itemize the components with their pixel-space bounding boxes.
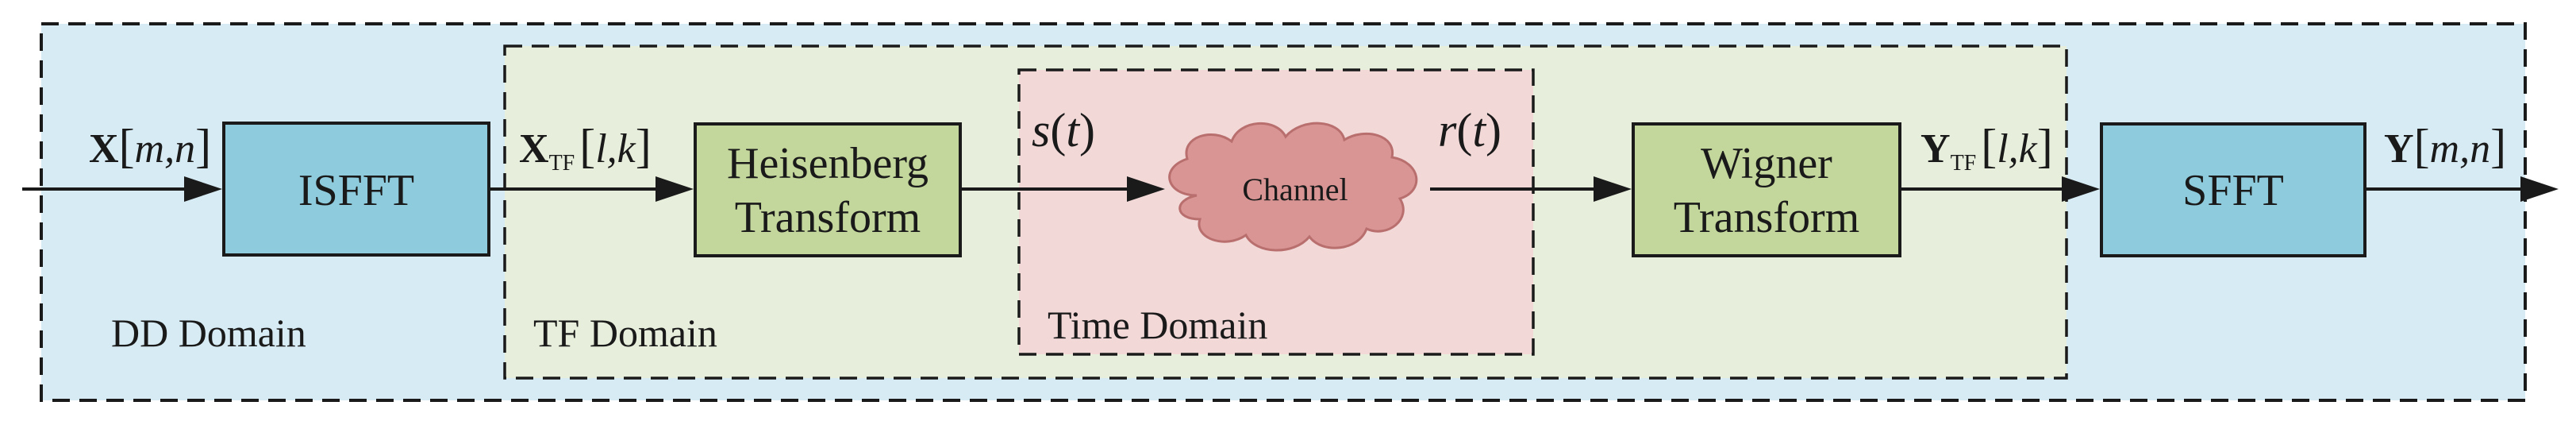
signal-s-t-symbol: s: [1032, 104, 1050, 156]
signal-x-tf: XTF[l,k]: [519, 120, 652, 176]
signal-y-dd-close-bracket: ]: [2490, 120, 2506, 172]
time-domain-label: Time Domain: [1048, 303, 1267, 347]
sfft-label: SFFT: [2182, 166, 2284, 215]
arrowhead-to-sfft: [2062, 176, 2100, 202]
signal-y-dd-open-bracket: [: [2414, 120, 2430, 172]
signal-x-dd: X[m,n]: [89, 120, 211, 172]
signal-y-dd: Y[m,n]: [2384, 120, 2506, 172]
signal-x-tf-symbol: X: [519, 126, 549, 172]
signal-x-dd-symbol: X: [89, 126, 119, 172]
wigner-label-line1: Wigner: [1701, 139, 1832, 188]
signal-y-dd-args: m,n: [2430, 126, 2491, 172]
arrowheads: [184, 176, 2559, 202]
signal-x-tf-args: l,k: [595, 126, 636, 172]
heisenberg-block: [694, 122, 962, 257]
signal-y-tf-symbol: Y: [1920, 126, 1951, 172]
signal-y-tf-args: l,k: [1997, 126, 2037, 172]
signal-y-tf-open-bracket: [: [1981, 120, 1997, 172]
arrowhead-to-channel: [1127, 176, 1165, 202]
signal-r-t-close-paren: ): [1486, 104, 1501, 156]
arrowhead-to-isfft: [184, 176, 222, 202]
heisenberg-label-line2: Transform: [735, 193, 921, 242]
isfft-label: ISFFT: [298, 166, 414, 215]
arrowhead-to-heisenberg: [656, 176, 694, 202]
signal-y-tf: YTF[l,k]: [1920, 120, 2053, 176]
signal-r-t-args: t: [1472, 104, 1486, 156]
arrowhead-output: [2520, 176, 2559, 202]
heisenberg-label-line1: Heisenberg: [727, 139, 929, 188]
channel-label: Channel: [1242, 172, 1348, 207]
dd-domain-label: DD Domain: [111, 311, 306, 355]
sfft-block: [2100, 122, 2366, 257]
arrowhead-to-wigner: [1594, 176, 1632, 202]
signal-x-dd-args: m,n: [135, 126, 196, 172]
signal-y-dd-symbol: Y: [2384, 126, 2414, 172]
signal-y-tf-close-bracket: ]: [2037, 120, 2053, 172]
signal-s-t-args: t: [1066, 104, 1080, 156]
signal-y-tf-subscript: TF: [1951, 151, 1977, 176]
isfft-block: [222, 122, 490, 257]
signal-s-t-open-paren: (: [1050, 104, 1066, 156]
wigner-block: [1632, 122, 1901, 257]
tf-domain-label: TF Domain: [533, 311, 717, 355]
signal-r-t: r(t): [1438, 104, 1501, 156]
signal-r-t-symbol: r: [1438, 104, 1457, 156]
signal-x-tf-subscript: TF: [549, 151, 575, 176]
signal-x-tf-open-bracket: [: [579, 120, 595, 172]
signal-s-t: s(t): [1032, 104, 1095, 156]
signal-s-t-close-paren: ): [1079, 104, 1095, 156]
signal-r-t-open-paren: (: [1456, 104, 1472, 156]
signal-x-tf-close-bracket: ]: [636, 120, 652, 172]
signal-x-dd-close-bracket: ]: [195, 120, 211, 172]
wigner-label-line2: Transform: [1674, 193, 1859, 242]
signal-x-dd-open-bracket: [: [119, 120, 135, 172]
channel-cloud: [1168, 122, 1418, 252]
